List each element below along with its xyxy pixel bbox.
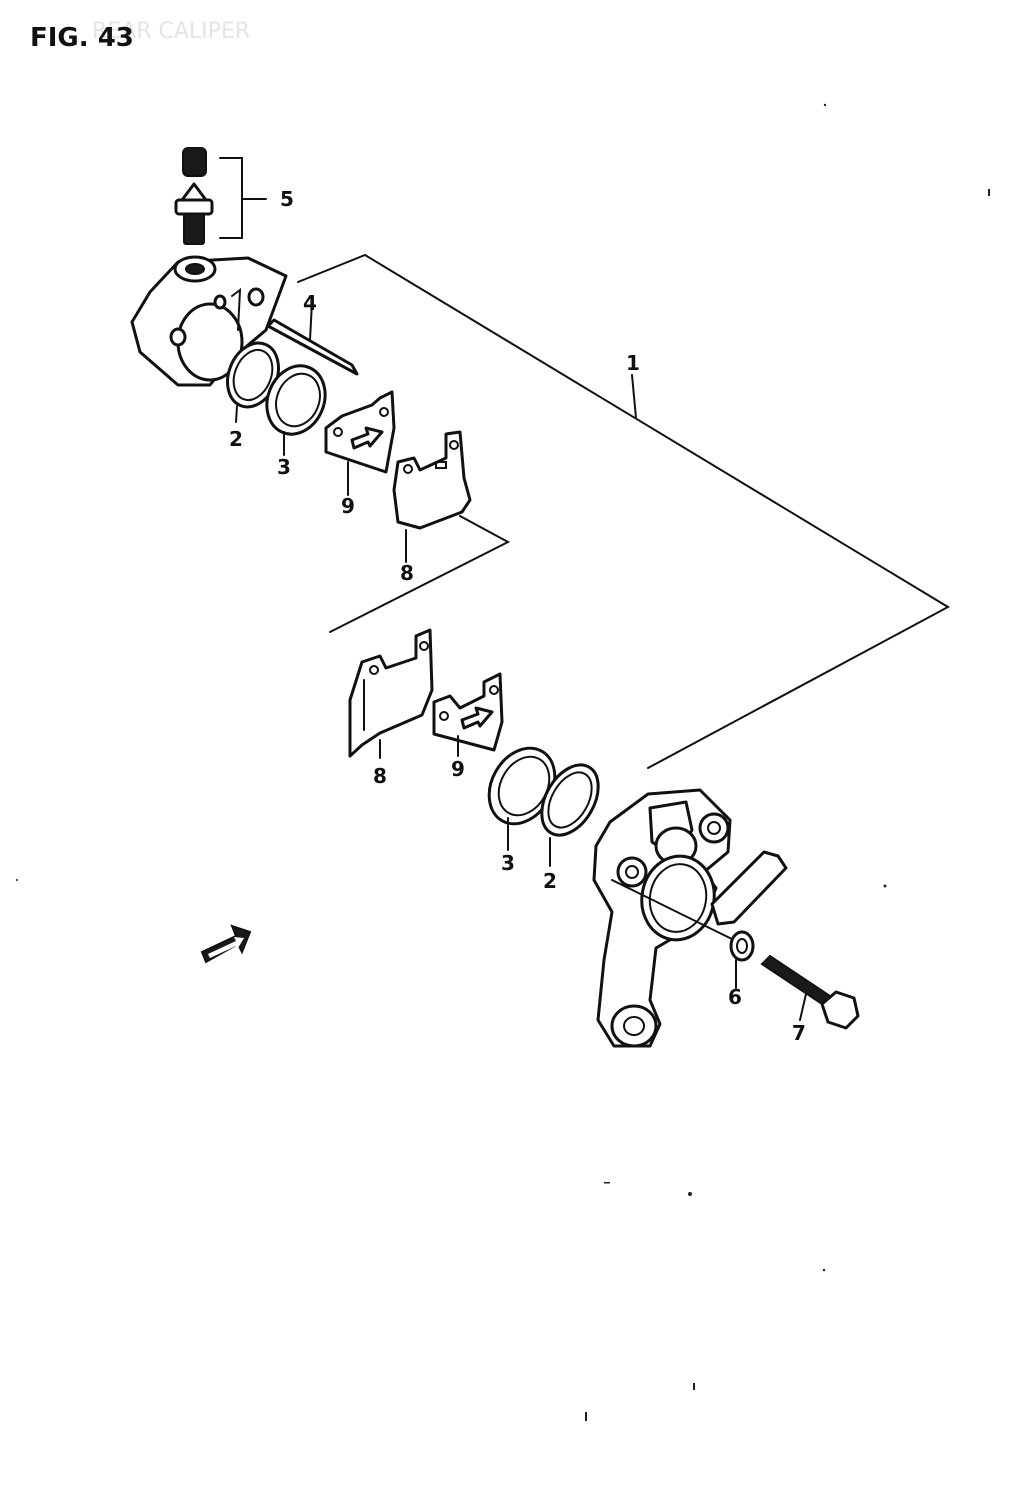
callout-8-upper: 8 xyxy=(400,561,414,585)
scan-specks xyxy=(16,103,990,1421)
callout-2-lower: 2 xyxy=(543,869,557,893)
washer xyxy=(729,930,755,989)
caliper-inner-half xyxy=(130,255,288,387)
callout-5: 5 xyxy=(280,187,294,211)
pad-shim-upper xyxy=(324,390,396,496)
callout-3-lower: 3 xyxy=(501,851,515,875)
callout-9-upper: 9 xyxy=(341,494,355,518)
pad-pin xyxy=(266,301,359,376)
caliper-slide-bar xyxy=(710,850,788,926)
callout-4: 4 xyxy=(303,291,317,315)
caliper-outer-half xyxy=(592,788,739,1048)
front-arrow-icon xyxy=(200,924,252,964)
callout-6: 6 xyxy=(728,985,742,1009)
callout-1: 1 xyxy=(626,351,640,375)
piston-seal-lower xyxy=(540,763,600,867)
callout-2-upper: 2 xyxy=(229,427,243,451)
callout-7: 7 xyxy=(792,1021,806,1045)
assembly-bracket xyxy=(297,253,951,769)
piston-upper xyxy=(265,364,327,456)
figure-title: FIG. 43 xyxy=(30,23,134,53)
brake-pad-lower xyxy=(348,628,434,759)
caliper-bolt xyxy=(760,954,860,1030)
brake-pad-upper xyxy=(392,430,472,563)
bleeder-valve-assembly xyxy=(174,147,267,245)
faint-caption: REAR CALIPER xyxy=(92,19,250,44)
callout-3-upper: 3 xyxy=(277,455,291,479)
callout-8-lower: 8 xyxy=(373,764,387,788)
pad-shim-lower xyxy=(432,672,504,757)
callout-9-lower: 9 xyxy=(451,757,465,781)
